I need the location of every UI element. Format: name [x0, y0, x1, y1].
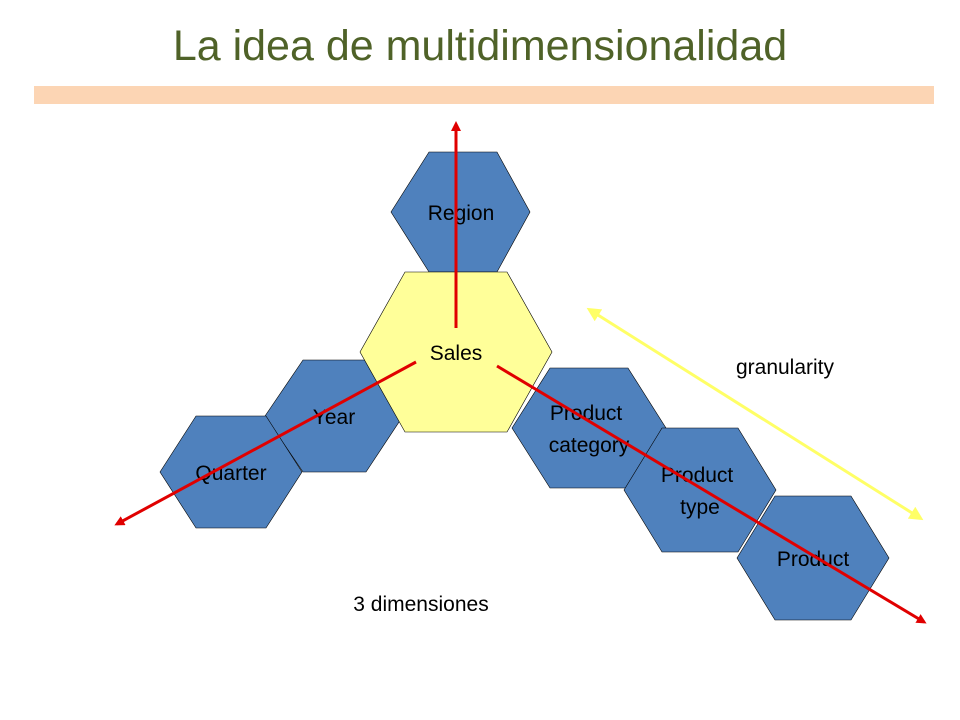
- hex-region: Region: [390, 151, 531, 273]
- hex-sales: Sales: [359, 271, 553, 433]
- hex-sales-shape: [359, 271, 553, 433]
- hex-region-label: Region: [428, 202, 495, 225]
- hex-year-label: Year: [313, 406, 355, 429]
- granularity-arrow: [586, 307, 924, 521]
- slide-title: La idea de multidimensionalidad: [172, 22, 788, 70]
- axis-arrow-time: [114, 360, 417, 526]
- hex-product-label: Product: [777, 548, 850, 571]
- hex-quarter-label: Quarter: [195, 462, 266, 485]
- granularity-label: granularity: [736, 356, 835, 379]
- axis-arrow-product: [496, 364, 927, 624]
- title-underline-bar: [34, 86, 934, 104]
- hex-product-type-line2: type: [680, 496, 720, 519]
- hex-sales-label: Sales: [430, 342, 483, 365]
- hex-product-type-line1: Product: [661, 464, 734, 487]
- dimensions-label: 3 dimensiones: [353, 593, 488, 616]
